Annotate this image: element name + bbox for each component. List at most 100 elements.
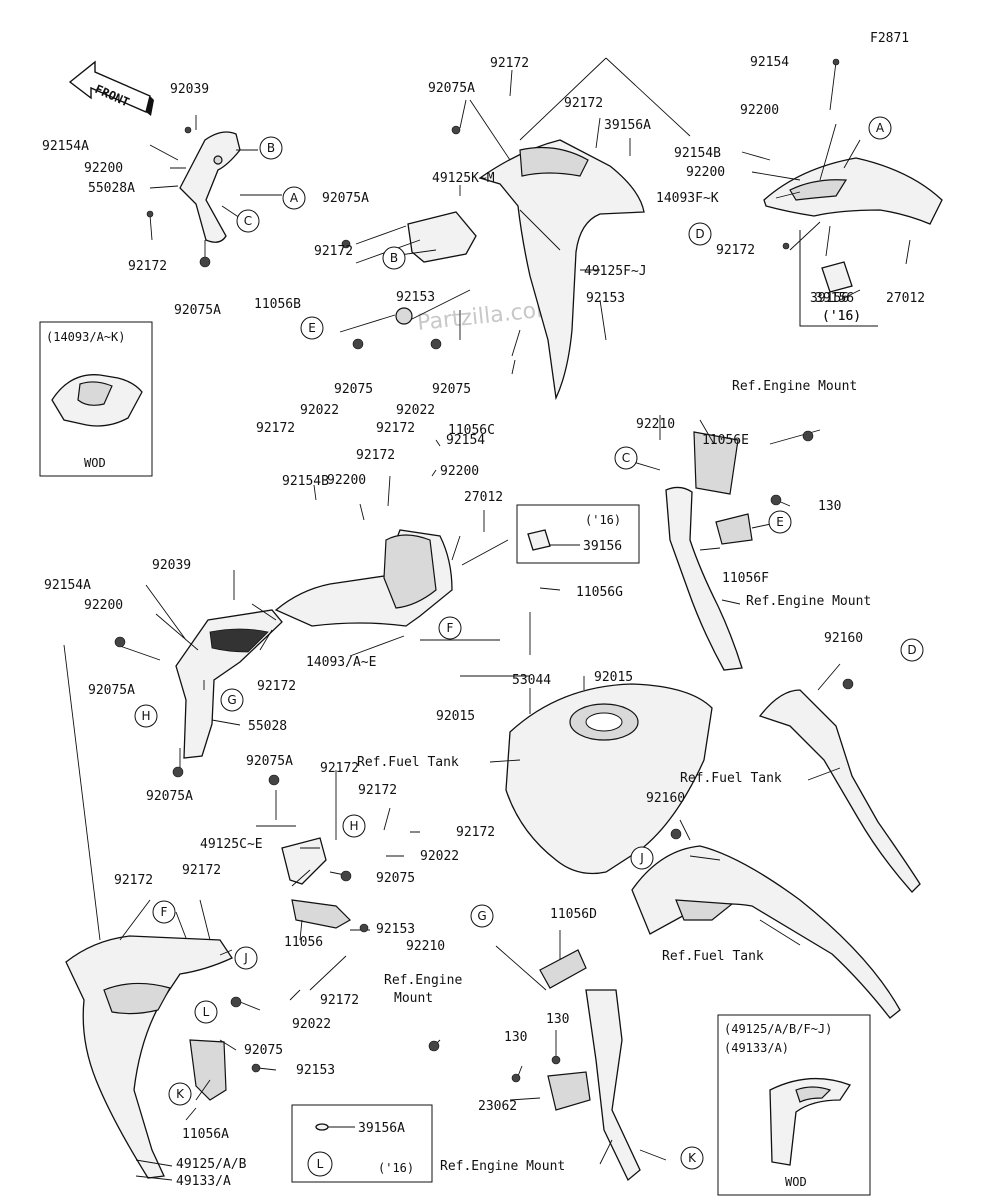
part-label: 55028	[248, 719, 287, 734]
part-label: Ref.Engine Mount	[440, 1159, 565, 1174]
callout-f: F	[438, 616, 462, 640]
part-label: 92172	[314, 244, 353, 259]
part-label: 92075A	[246, 754, 293, 769]
part-label: 92022	[300, 403, 339, 418]
inset-39156A-callout: L	[317, 1157, 324, 1171]
part-label: Ref.Fuel Tank	[662, 949, 764, 964]
part-label: 92172	[356, 448, 395, 463]
callout-letter: K	[176, 1087, 185, 1101]
part-labels: 92039 92154A 92200 55028 A 92172 92075A 92075A 9…	[42, 55, 925, 1189]
callout-d: D	[900, 638, 924, 662]
callout-letter: H	[141, 709, 150, 723]
part-label: 92154	[446, 433, 485, 448]
part-label: 130	[504, 1030, 527, 1045]
callout-letter: E	[776, 515, 784, 529]
inset-wod-left-header: (14093/A~K)	[46, 330, 125, 344]
part-label: Mount	[394, 991, 433, 1006]
callout-j: J	[234, 946, 258, 970]
part-label: 11056	[284, 935, 323, 950]
part-label: 11056C	[448, 423, 495, 438]
part-label: 11056F	[722, 571, 769, 586]
inset-39156-top-label: 39156	[815, 291, 854, 306]
callout-letter: E	[308, 321, 316, 335]
inset-box-39156-mid: ('16) 39156	[516, 504, 640, 564]
part-label: 92022	[420, 849, 459, 864]
part-label: 92075A	[322, 191, 369, 206]
inset-39156A-note: ('16)	[378, 1161, 414, 1175]
part-label: 92015	[594, 670, 633, 685]
part-label: 92210	[406, 939, 445, 954]
part-label: 49125/A/B	[176, 1157, 247, 1172]
callout-letter: L	[203, 1005, 210, 1019]
callout-letter: D	[907, 643, 916, 657]
inset-box-wod-right: (49125/A/B/F~J) (49133/A) WOD	[717, 1014, 871, 1196]
part-label: 92154B	[282, 474, 329, 489]
part-label: 49125F~J	[584, 264, 647, 279]
part-label: 53044	[512, 673, 551, 688]
part-label: 11056G	[576, 585, 623, 600]
part-label: 92039	[170, 82, 209, 97]
part-label: Ref.Fuel Tank	[680, 771, 782, 786]
inset-39156-mid-year: ('16)	[585, 513, 621, 527]
part-label: 92200	[84, 598, 123, 613]
callout-letter: F	[447, 621, 454, 635]
callout-letter: J	[243, 951, 248, 965]
part-label: 92172	[358, 783, 397, 798]
part-label: 11056E	[702, 433, 749, 448]
part-label: 39156A	[604, 118, 651, 133]
callout-letter: D	[695, 227, 704, 241]
part-label: 92200	[686, 165, 725, 180]
part-label: 92154A	[44, 578, 91, 593]
callout-c: C	[614, 446, 638, 470]
part-label: 92160	[824, 631, 863, 646]
callout-l: L	[194, 1000, 218, 1024]
part-label: 92200	[327, 473, 366, 488]
part-label: 27012	[464, 490, 503, 505]
callout-b: B	[382, 246, 406, 270]
callout-letter: F	[161, 905, 168, 919]
part-label: 130	[546, 1012, 569, 1027]
callout-j: J	[630, 846, 654, 870]
part-label: 49125K~M	[432, 171, 495, 186]
part-label: 92172	[320, 761, 359, 776]
part-label: 14093/A~E	[306, 655, 376, 670]
part-label: 92075	[376, 871, 415, 886]
part-label: 92172	[564, 96, 603, 111]
part-label: 92075A	[428, 81, 475, 96]
part-label: 49133/A	[176, 1174, 231, 1189]
part-label: Ref.Engine	[384, 973, 462, 988]
part-label: 39156	[810, 291, 849, 306]
figure-code: F2871	[870, 31, 909, 46]
part-label: 27012	[886, 291, 925, 306]
part-label: 92075	[334, 382, 373, 397]
callout-b: B	[259, 136, 283, 160]
callout-h: H	[134, 704, 158, 728]
part-label: Ref.Engine Mount	[746, 594, 871, 609]
part-label: 92172	[320, 993, 359, 1008]
part-label: 92015	[436, 709, 475, 724]
inset-wod-right-footer: WOD	[785, 1175, 807, 1189]
part-label: 92075A	[88, 683, 135, 698]
inset-wod-right-header-1: (49125/A/B/F~J)	[724, 1022, 832, 1036]
part-illustrations	[65, 131, 943, 1182]
part-label: 92172	[257, 679, 296, 694]
inset-39156-top-note: ('16)	[822, 309, 861, 324]
part-label: 92172	[114, 873, 153, 888]
part-label: 92075	[244, 1043, 283, 1058]
callout-g: G	[470, 904, 494, 928]
callout-letter: J	[639, 851, 644, 865]
callout-e: E	[300, 316, 324, 340]
callout-c: C	[236, 209, 260, 233]
part-label: 130	[818, 499, 841, 514]
part-label: 11056D	[550, 907, 597, 922]
part-label: 11056A	[182, 1127, 229, 1142]
part-label: 92153	[586, 291, 625, 306]
part-label: 92039	[152, 558, 191, 573]
part-label: 92153	[296, 1063, 335, 1078]
part-label: 92200	[84, 161, 123, 176]
callout-letter: A	[290, 191, 299, 205]
part-label: 92172	[456, 825, 495, 840]
